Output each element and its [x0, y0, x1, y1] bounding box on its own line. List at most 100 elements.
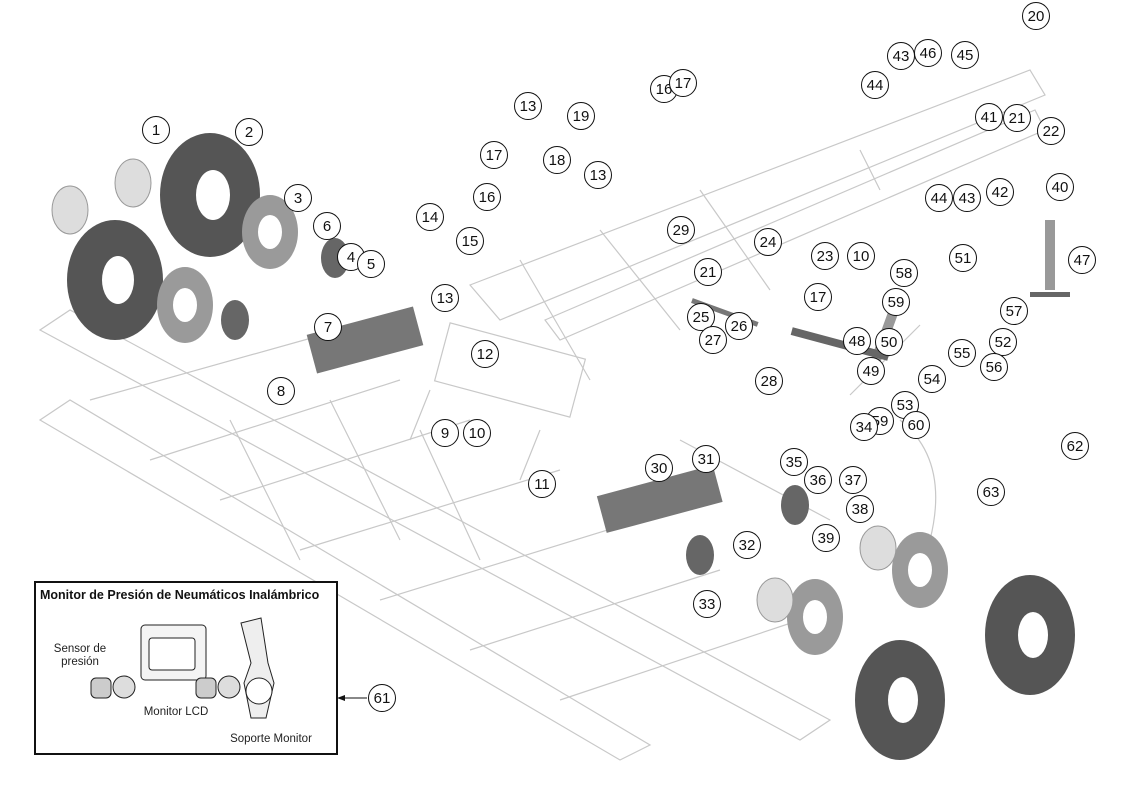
callout-28: 28 [755, 367, 783, 395]
callout-number: 26 [731, 318, 748, 335]
callout-43: 43 [887, 42, 915, 70]
callout-circle [725, 312, 753, 340]
callout-circle [357, 250, 385, 278]
callout-circle [951, 41, 979, 69]
callout-circle [687, 303, 715, 331]
callout-number: 11 [534, 476, 550, 493]
sensor-icon [112, 675, 136, 699]
callout-27: 27 [699, 326, 727, 354]
callout-circle [804, 283, 832, 311]
callout-57: 57 [1000, 297, 1028, 325]
callout-26: 26 [725, 312, 753, 340]
callout-29: 29 [667, 216, 695, 244]
callout-circle [473, 183, 501, 211]
callout-circle [839, 466, 867, 494]
callout-circle [804, 466, 832, 494]
callout-circle [667, 216, 695, 244]
callout-62: 62 [1061, 432, 1089, 460]
callout-number: 38 [852, 501, 869, 518]
callout-13: 13 [584, 161, 612, 189]
wheels [51, 133, 1075, 760]
callout-circle [847, 242, 875, 270]
callout-circle [1068, 246, 1096, 274]
callout-number: 14 [422, 209, 439, 226]
callout-17: 17 [804, 283, 832, 311]
hub-icon [686, 535, 714, 575]
callout-number: 21 [700, 264, 717, 281]
callout-circle [918, 365, 946, 393]
callout-40: 40 [1046, 173, 1074, 201]
callout-number: 63 [983, 484, 1000, 501]
callout-60: 60 [902, 411, 930, 439]
callout-circle [463, 419, 491, 447]
callout-number: 27 [705, 332, 722, 349]
callout-number: 1 [152, 122, 160, 139]
callout-number: 54 [924, 371, 941, 388]
callout-39: 39 [812, 524, 840, 552]
callout-circle [416, 203, 444, 231]
sensor-icon [90, 677, 112, 699]
callout-number: 6 [323, 218, 331, 235]
callout-number: 48 [849, 333, 866, 350]
callout-number: 19 [573, 108, 590, 125]
callout-number: 22 [1043, 123, 1060, 140]
callout-circle [543, 146, 571, 174]
inset-pointer [337, 695, 367, 701]
callout-8: 8 [267, 377, 295, 405]
callout-circle [733, 531, 761, 559]
callout-circle [948, 339, 976, 367]
callout-41: 41 [975, 103, 1003, 131]
callout-circle [857, 357, 885, 385]
callout-number: 45 [957, 47, 974, 64]
callout-number: 16 [656, 81, 673, 98]
callout-circle [811, 242, 839, 270]
monitor-label: Monitor LCD [143, 706, 209, 718]
callout-circle [975, 103, 1003, 131]
callout-32: 32 [733, 531, 761, 559]
callout-number: 34 [856, 419, 873, 436]
callout-circle [861, 71, 889, 99]
callout-number: 32 [739, 537, 756, 554]
callout-circle [890, 259, 918, 287]
callout-17: 17 [480, 141, 508, 169]
callout-58: 58 [890, 259, 918, 287]
callout-36: 36 [804, 466, 832, 494]
callout-number: 10 [853, 248, 870, 265]
callout-number: 31 [698, 451, 715, 468]
callout-number: 23 [817, 248, 834, 265]
inset-title: Monitor de Presión de Neumáticos Inalámb… [40, 588, 320, 602]
callout-45: 45 [951, 41, 979, 69]
callout-circle [313, 212, 341, 240]
callout-number: 25 [693, 309, 710, 326]
callout-circle [850, 413, 878, 441]
mount-label: Soporte Monitor [230, 733, 312, 745]
callout-number: 9 [441, 425, 449, 442]
callout-number: 3 [294, 190, 302, 207]
callout-circle [694, 258, 722, 286]
callout-number: 5 [367, 256, 375, 273]
hubcap-icon [114, 158, 152, 208]
callout-12: 12 [471, 340, 499, 368]
callout-circle [368, 684, 396, 712]
callout-63: 63 [977, 478, 1005, 506]
hub-icon [221, 300, 249, 340]
callout-number: 40 [1052, 179, 1069, 196]
callout-circle [431, 419, 459, 447]
callout-59: 59 [882, 288, 910, 316]
callout-number: 30 [651, 460, 668, 477]
callout-circle [812, 524, 840, 552]
sensor-icon [195, 677, 217, 699]
callout-18: 18 [543, 146, 571, 174]
callout-54: 54 [918, 365, 946, 393]
callout-circle [699, 326, 727, 354]
callout-17: 17 [669, 69, 697, 97]
callout-number: 51 [955, 250, 972, 267]
callout-circle [1003, 104, 1031, 132]
callout-number: 56 [986, 359, 1003, 376]
callout-number: 43 [959, 190, 976, 207]
callout-50: 50 [875, 328, 903, 356]
hubcap-icon [51, 185, 89, 235]
callout-number: 12 [477, 346, 494, 363]
callout-number: 10 [469, 425, 486, 442]
